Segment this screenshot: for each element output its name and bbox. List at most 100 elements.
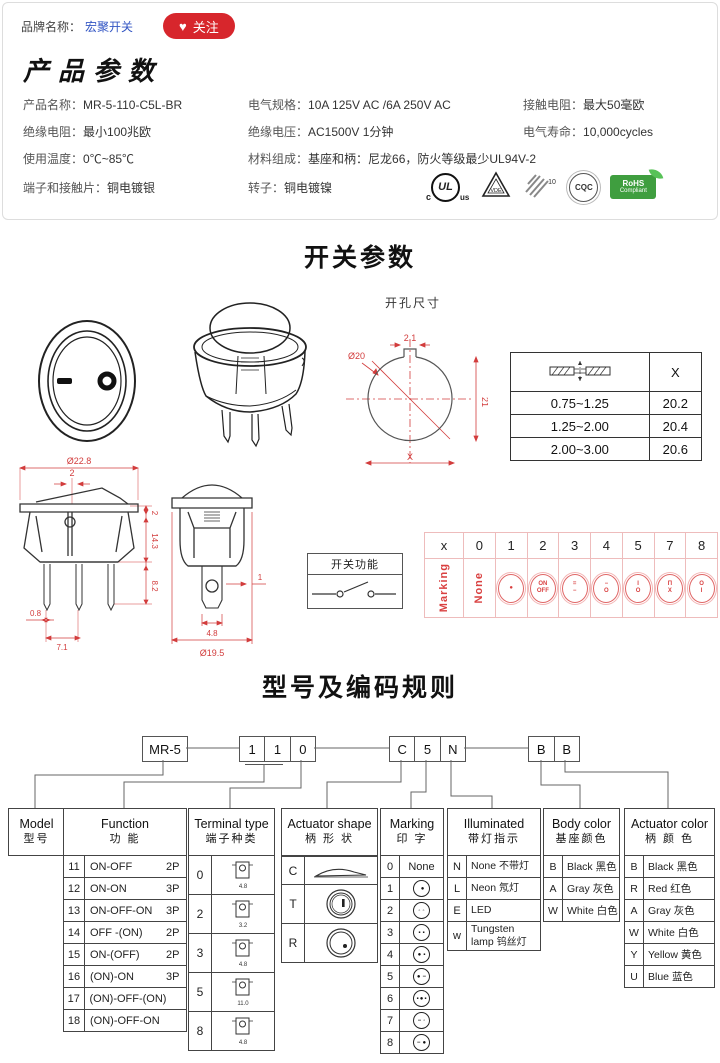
model-table: Model 型号 — [8, 808, 65, 856]
follow-button[interactable]: ♥ 关注 — [163, 13, 235, 39]
marking-row-symbol: −● — [413, 1034, 430, 1051]
code-digit: 1 — [248, 741, 256, 757]
function-row: 17 (ON)-OFF-(ON) — [64, 987, 186, 1009]
spec-item: 端子和接触片：铜电镀银 — [23, 179, 155, 196]
shape-t-drawing — [305, 887, 377, 921]
code-digit: B — [553, 737, 580, 761]
spec-value: MR-5-110-C5L-BR — [83, 98, 183, 112]
function-poles: 2P — [166, 926, 180, 939]
vde-icon: VDE — [481, 171, 511, 203]
code-digit: 0 — [289, 737, 315, 761]
cul-us-icon: c UL us — [426, 172, 469, 202]
function-poles: 2P — [166, 948, 180, 961]
shape-c-drawing — [305, 863, 377, 879]
body-color-row: B Black 黑色 — [544, 856, 619, 877]
marking-col-0: 0 None — [463, 533, 495, 617]
spec-value: 基座和柄：尼龙66，防火等级最少UL94V-2 — [308, 152, 537, 166]
terminal-drawing: 3.2 — [212, 895, 274, 933]
svg-text:7.1: 7.1 — [56, 643, 68, 652]
spec-item: 绝缘电压：AC1500V 1分钟 — [248, 123, 393, 140]
color-code: R — [625, 878, 644, 899]
terminal-row: 5 11.0 — [189, 972, 274, 1011]
x-value: 20.4 — [648, 414, 703, 438]
marking-symbol: O I — [686, 571, 717, 605]
product-card: 品牌名称： 宏聚开关 ♥ 关注 产品参数 产品名称：MR-5-110-C5L-B… — [2, 2, 718, 220]
marking-col: 1 ● — [494, 533, 527, 617]
marking-symbol: Π X — [654, 571, 685, 605]
shape-row-t: T — [282, 884, 377, 923]
leaf-icon — [649, 166, 664, 182]
color-code: A — [544, 878, 563, 899]
function-table: Function 功 能 11 ON-OFF 2P 12 ON-ON 3P 13 — [63, 808, 187, 1032]
spec-label: 转子： — [248, 181, 285, 195]
marking-code: 1 — [495, 533, 527, 559]
marking-col: 7 Π X — [653, 533, 686, 617]
function-name: (ON)-ON — [90, 970, 134, 983]
actuator-color-row: R Red 红色 — [625, 877, 714, 899]
hole-size-title: 开孔尺寸 — [384, 296, 441, 310]
spec-item: 绝缘电阻：最小100兆欧 — [23, 123, 151, 140]
spec-label: 电气寿命： — [523, 125, 584, 139]
marking-col: 4 − O — [590, 533, 622, 617]
illuminated-row: w Tungsten lamp 钨丝灯 — [448, 921, 540, 950]
illuminated-code: L — [448, 878, 467, 899]
function-code: 11 — [64, 856, 85, 877]
switch-function-title: 开关功能 — [308, 554, 402, 575]
illuminated-row: L Neon 氖灯 — [448, 877, 540, 899]
rocker-profile — [35, 487, 129, 505]
marking-row: 6 ▪●▪ — [381, 987, 443, 1009]
spec-value: 最大50毫欧 — [583, 98, 645, 112]
function-poles: 3P — [166, 904, 180, 917]
shape-row-r: R — [282, 923, 377, 962]
svg-text:VDE: VDE — [491, 188, 503, 194]
terminal-code: 2 — [189, 895, 212, 933]
marking-row: 1 ● — [381, 877, 443, 899]
color-code: Y — [625, 944, 644, 965]
svg-text:2.1: 2.1 — [404, 333, 417, 343]
function-name: (ON)-OFF-(ON) — [89, 992, 167, 1005]
brand-link[interactable]: 宏聚开关 — [85, 19, 134, 34]
spec-label: 电气规格： — [248, 98, 309, 112]
marking-symbol: − O — [591, 571, 622, 605]
svg-text:X: X — [407, 452, 413, 462]
terminal-code: 5 — [189, 973, 212, 1011]
illuminated-en: Tungsten lamp — [471, 923, 515, 948]
switch-params-title: 开关参数 — [303, 244, 416, 272]
marking-col: 5 I O — [621, 533, 654, 617]
marking-col-x: x Marking — [425, 533, 463, 617]
body-color-row: A Gray 灰色 — [544, 877, 619, 899]
spec-item: 接触电阻：最大50毫欧 — [523, 96, 644, 113]
terminal-drawing: 4.8 — [212, 934, 274, 972]
marking-row-label: Marking — [438, 563, 450, 613]
marking-col: 2 ON OFF — [526, 533, 559, 617]
function-code: 17 — [64, 988, 85, 1009]
spec-list: 产品名称：MR-5-110-C5L-BR 电气规格：10A 125V AC /6… — [3, 3, 717, 219]
function-row: 16 (ON)-ON 3P — [64, 965, 186, 987]
color-code: W — [544, 900, 563, 921]
function-row: 14 OFF -(ON) 2P — [64, 921, 186, 943]
switch-pins — [221, 403, 293, 448]
svg-text:Ø19.5: Ø19.5 — [200, 648, 225, 658]
marking-code: 4 — [591, 533, 622, 559]
svg-text:2: 2 — [69, 468, 74, 478]
svg-text:14.3: 14.3 — [150, 533, 158, 549]
svg-text:Ø22.8: Ø22.8 — [67, 456, 92, 466]
marking-symbol: ● — [496, 571, 527, 605]
function-row: 12 ON-ON 3P — [64, 877, 186, 899]
spec-label: 材料组成： — [248, 152, 309, 166]
function-name: ON-ON — [90, 882, 127, 895]
illuminated-en: None — [471, 860, 497, 872]
function-code: 13 — [64, 900, 85, 921]
svg-text:8.2: 8.2 — [150, 580, 158, 592]
spec-label: 使用温度： — [23, 152, 84, 166]
body-color-table: Body color 基座颜色 B Black 黑色 A Gray 灰色 W W… — [543, 808, 620, 922]
code-digit: N — [439, 737, 465, 761]
svg-text:1: 1 — [258, 573, 263, 582]
marking-code-table: x Marking 0 None 1 ● — [424, 532, 718, 618]
hole-table-row: 1.25~2.00 20.4 — [510, 414, 703, 438]
terminal-dim: 4.8 — [238, 962, 248, 968]
svg-text:2: 2 — [150, 511, 158, 516]
marking-row-code: 3 — [381, 922, 400, 943]
panel-section-icon — [510, 352, 650, 392]
